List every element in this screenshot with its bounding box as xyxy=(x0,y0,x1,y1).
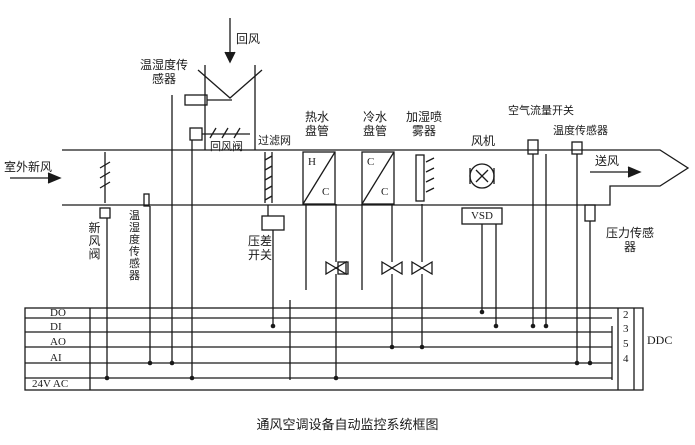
return-air-arrow-head xyxy=(224,51,236,64)
bus-number-do: 2 xyxy=(623,309,629,321)
hot-coil-diagonal xyxy=(302,151,336,205)
right-temp-sensor-label: 温度传感器 xyxy=(553,124,608,137)
return-air-damper-label: 回风阀 xyxy=(210,140,243,153)
bus-label-24v: 24V AC xyxy=(32,378,69,390)
cold-coil-letter-bottom: C xyxy=(381,186,389,198)
pressure-switch-body xyxy=(261,215,285,231)
fresh-damper-actuator xyxy=(99,207,111,219)
return-air-label: 回风 xyxy=(236,32,261,46)
filter-screen-label: 过滤网 xyxy=(258,134,291,147)
cold-coil-diagonal xyxy=(361,151,395,205)
supply-air-label: 送风 xyxy=(595,154,620,168)
bus-label-ai: AI xyxy=(50,352,62,364)
fan-outline xyxy=(469,168,495,184)
bus-label-ao: AO xyxy=(50,336,66,348)
bus-label-di: DI xyxy=(50,321,62,333)
air-duct xyxy=(62,149,690,206)
fresh-damper-blades xyxy=(99,161,111,189)
pressure-sensor-label: 压力传感器 xyxy=(605,226,654,254)
cold-coil-valve xyxy=(381,260,403,276)
hot-coil-box xyxy=(302,151,336,205)
top-temp-humidity-sensor-label: 温湿度传感器 xyxy=(140,58,189,86)
fan-label: 风机 xyxy=(471,134,496,148)
return-air-hood xyxy=(197,69,263,99)
diagram-caption: 通风空调设备自动监控系统框图 xyxy=(256,418,439,433)
bus-number-ao: 5 xyxy=(623,338,629,350)
fan-cross xyxy=(475,169,489,183)
humidifier-body xyxy=(415,154,425,202)
humidifier-valve xyxy=(411,260,433,276)
differential-pressure-switch-label: 压差开关 xyxy=(247,234,272,262)
pressure-sensor-body xyxy=(584,204,596,222)
air-flow-switch-label: 空气流量开关 xyxy=(508,104,574,117)
cold-coil-box xyxy=(361,151,395,205)
cold-coil-letter-top: C xyxy=(367,156,375,168)
hot-coil-valve xyxy=(325,260,349,276)
bus-number-di: 3 xyxy=(623,323,629,335)
bus-frame xyxy=(24,307,644,391)
return-damper-blades xyxy=(209,127,241,139)
bottom-temp-humidity-sensor-label: 温湿度传感器 xyxy=(129,209,140,282)
bus-number-ai: 4 xyxy=(623,353,629,365)
outdoor-fresh-air-label: 室外新风 xyxy=(4,160,53,174)
filter-screen xyxy=(264,152,273,203)
vsd-label: VSD xyxy=(470,210,493,222)
connection-dots xyxy=(104,309,593,381)
return-air-duct xyxy=(204,65,256,150)
humidifier-sprayer-label: 加湿喷雾器 xyxy=(405,110,442,138)
hot-water-coil-label: 热水盘管 xyxy=(304,110,329,138)
signal-wires xyxy=(106,95,613,380)
supply-air-arrow-head xyxy=(627,166,642,178)
humidifier-sprays xyxy=(425,157,435,193)
hot-coil-letter-bottom: C xyxy=(322,186,330,198)
bus-label-do: DO xyxy=(50,307,66,319)
hot-coil-letter-top: H xyxy=(308,156,316,168)
return-damper-box xyxy=(189,127,203,141)
cold-water-coil-label: 冷水盘管 xyxy=(362,110,387,138)
return-sensor-body xyxy=(184,94,208,106)
ddc-controller-label: DDC xyxy=(647,333,673,347)
bottom-sensor-probe xyxy=(143,193,150,207)
right-temp-sensor-body xyxy=(571,141,583,155)
fresh-air-damper-label: 新风阀 xyxy=(88,221,101,261)
air-flow-switch-body xyxy=(527,139,539,155)
fresh-air-arrow-head xyxy=(47,172,62,184)
